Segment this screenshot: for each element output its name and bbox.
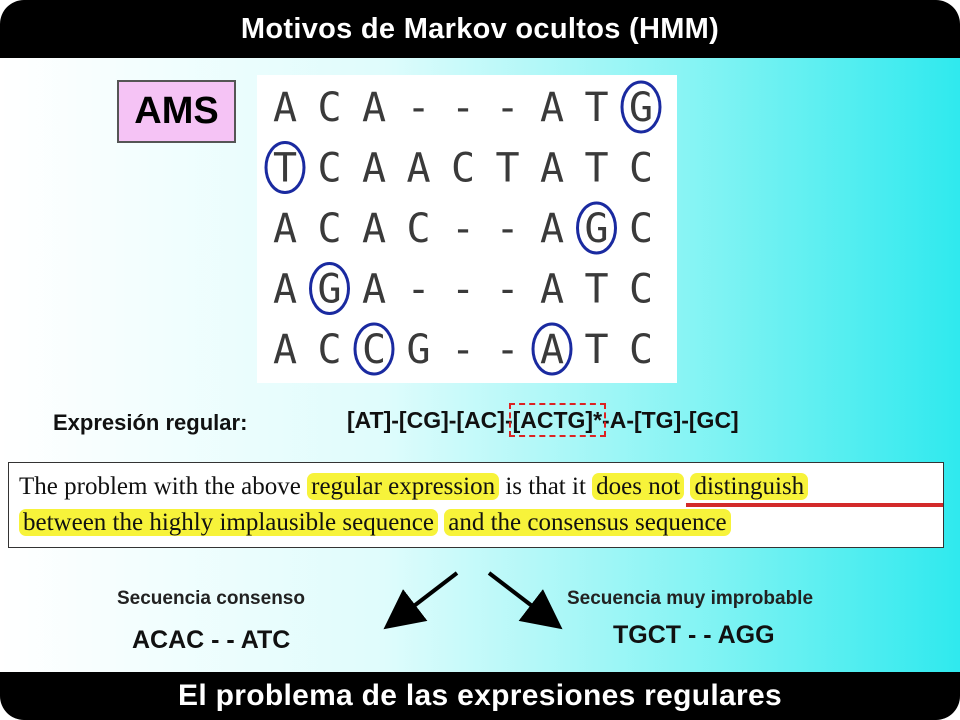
regex-dashed-part: [ACTG]* bbox=[508, 403, 607, 437]
red-underline bbox=[686, 503, 943, 507]
alignment-cell: A bbox=[362, 85, 386, 131]
alignment-cell: - bbox=[406, 267, 430, 313]
alignment-cell: A bbox=[406, 146, 430, 192]
alignment-cell: G bbox=[317, 267, 341, 313]
alignment-cell: A bbox=[540, 327, 564, 373]
circle-marker-icon bbox=[353, 322, 395, 376]
regex-expression: [AT]-[CG]-[AC]-[ACTG]*-A-[TG]-[GC] bbox=[347, 403, 739, 437]
arrow-right-icon bbox=[487, 571, 563, 630]
alignment-cell: C bbox=[629, 267, 653, 313]
quote-box: The problem with the above regular expre… bbox=[8, 462, 944, 548]
alignment-cell: A bbox=[362, 146, 386, 192]
alignment-cell: C bbox=[629, 206, 653, 252]
circle-marker-icon bbox=[620, 80, 662, 134]
alignment-cell: - bbox=[451, 267, 475, 313]
alignment-cell: T bbox=[584, 146, 608, 192]
regex-part-2: -A-[TG]-[GC] bbox=[602, 407, 739, 433]
circle-marker-icon bbox=[531, 322, 573, 376]
circle-marker-icon bbox=[264, 141, 306, 194]
consensus-sequence: ACAC - - ATC bbox=[132, 626, 291, 654]
alignment-cell: A bbox=[362, 206, 386, 252]
alignment-cell: - bbox=[495, 85, 519, 131]
quote-highlight: regular expression bbox=[307, 473, 500, 500]
slide-footer: El problema de las expresiones regulares bbox=[178, 679, 782, 712]
alignment-cell: A bbox=[540, 85, 564, 131]
alignment-cell: - bbox=[495, 267, 519, 313]
quote-line-1: The problem with the above regular expre… bbox=[19, 473, 809, 501]
improbable-label: Secuencia muy improbable bbox=[567, 588, 814, 609]
alignment-cell: C bbox=[629, 327, 653, 373]
alignment-cell: - bbox=[451, 85, 475, 131]
alignment-cell: C bbox=[317, 206, 341, 252]
alignment-cell: C bbox=[406, 206, 430, 252]
quote-text: is that it bbox=[499, 473, 593, 500]
alignment-cell: C bbox=[317, 85, 341, 131]
quote-highlight: and the consensus sequence bbox=[444, 509, 731, 536]
alignment-cell: - bbox=[451, 327, 475, 373]
alignment-cell: C bbox=[317, 327, 341, 373]
improbable-sequence: TGCT - - AGG bbox=[613, 621, 775, 649]
regex-label: Expresión regular: bbox=[53, 410, 248, 435]
alignment-cell: - bbox=[451, 206, 475, 252]
alignment-cell: A bbox=[362, 267, 386, 313]
alignment-cell: A bbox=[273, 85, 297, 131]
alignment-cell: G bbox=[629, 85, 653, 131]
circle-marker-icon bbox=[576, 201, 617, 255]
alignment-cell: T bbox=[495, 146, 519, 192]
alignment-cell: - bbox=[495, 327, 519, 373]
alignment-cell: A bbox=[273, 267, 297, 313]
alignment-cell: - bbox=[406, 85, 430, 131]
alignment-cell: A bbox=[273, 327, 297, 373]
arrow-left-icon bbox=[383, 571, 459, 630]
quote-highlight: does not bbox=[592, 473, 685, 500]
slide-title: Motivos de Markov ocultos (HMM) bbox=[240, 12, 720, 45]
alignment-cell: T bbox=[584, 85, 608, 131]
regex-part-1: [AT]-[CG]-[AC]- bbox=[347, 407, 513, 433]
circle-marker-icon bbox=[309, 262, 350, 315]
consensus-label: Secuencia consenso bbox=[117, 588, 305, 609]
alignment-cell: - bbox=[495, 206, 519, 252]
alignment-cell: C bbox=[451, 146, 475, 192]
ams-label: AMS bbox=[117, 80, 236, 143]
alignment-cell: C bbox=[629, 146, 653, 192]
alignment-cell: G bbox=[584, 206, 608, 252]
quote-line-2: between the highly implausible sequence … bbox=[19, 509, 731, 537]
alignment-cell: A bbox=[540, 146, 564, 192]
alignment-cell: A bbox=[273, 206, 297, 252]
alignment-cell: T bbox=[273, 146, 297, 192]
alignment-cell: A bbox=[540, 206, 564, 252]
alignment-cell: A bbox=[540, 267, 564, 313]
alignment-cell: T bbox=[584, 327, 608, 373]
quote-text: The problem with the above bbox=[19, 473, 308, 500]
alignment-cell: C bbox=[317, 146, 341, 192]
quote-highlight: between the highly implausible sequence bbox=[19, 509, 438, 536]
alignment-cell: G bbox=[406, 327, 430, 373]
alignment-cell: T bbox=[584, 267, 608, 313]
alignment-cell: C bbox=[362, 327, 386, 373]
quote-highlight: distinguish bbox=[690, 473, 809, 500]
